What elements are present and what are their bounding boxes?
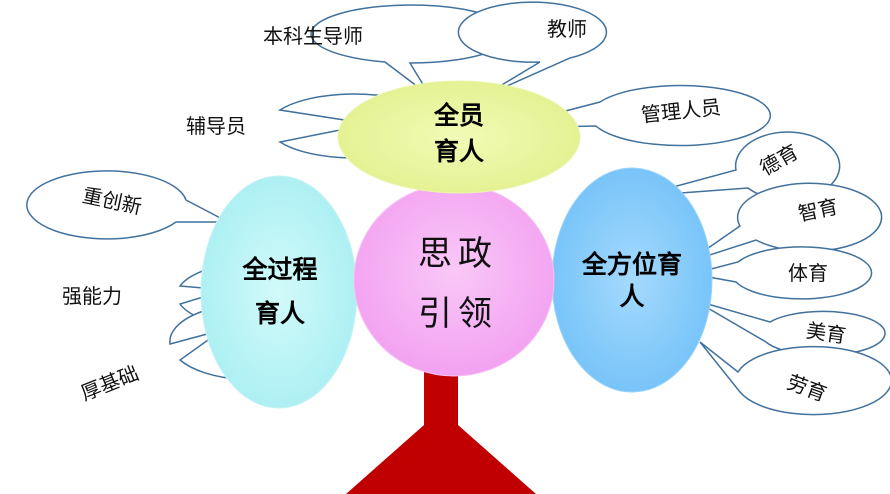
callout-aesthetic	[693, 299, 886, 357]
center-line2: 引领	[418, 294, 498, 334]
all-round-line1: 全方位育	[581, 250, 682, 279]
label-tutor: 本科生导师	[263, 24, 363, 48]
all-staff-line2: 育人	[434, 137, 484, 166]
all-staff-circle	[337, 80, 581, 194]
label-counselor: 辅导员	[186, 114, 246, 138]
label-physical: 体育	[788, 261, 828, 285]
ideology-center-circle	[353, 183, 555, 377]
callout-physical	[691, 246, 873, 300]
all-staff-line1: 全员	[433, 101, 484, 130]
all-round-line2: 人	[619, 282, 644, 311]
tree-trunk	[346, 368, 536, 494]
whole-process-line1: 全过程	[241, 255, 317, 284]
label-foundation: 厚基础	[77, 361, 142, 406]
trunk-base	[346, 425, 536, 494]
all-round-circle	[551, 167, 713, 393]
label-ability: 强能力	[62, 284, 122, 308]
label-aesthetic: 美育	[805, 318, 848, 347]
callout-innovation	[26, 170, 229, 240]
center-line1: 思政	[418, 234, 498, 274]
callout-labor	[699, 341, 890, 416]
callout-admin	[499, 84, 772, 147]
callout-teacher	[457, 1, 608, 99]
label-teacher: 教师	[547, 17, 587, 41]
whole-process-line2: 育人	[255, 299, 305, 328]
trunk-stem	[424, 368, 458, 428]
whole-process-circle	[200, 175, 358, 409]
